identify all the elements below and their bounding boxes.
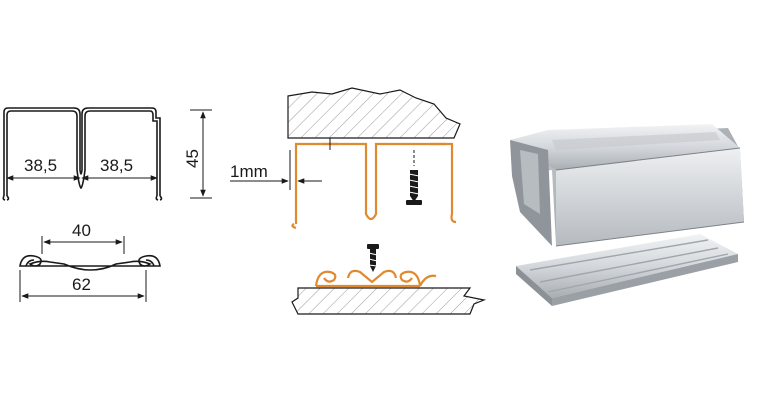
dimension-height: 45	[183, 109, 212, 199]
dimension-width-left: 38,5	[6, 156, 81, 181]
dimension-inner-width: 40	[41, 221, 125, 254]
dimension-gap: 1mm	[230, 150, 322, 190]
mounted-track-profile	[291, 138, 457, 230]
width-left-label: 38,5	[24, 156, 57, 175]
aluminium-track-3d	[510, 124, 745, 247]
floor-guide-profile	[314, 269, 437, 288]
screw-icon	[406, 150, 422, 205]
screw-icon	[367, 244, 379, 272]
dimension-outer-width: 62	[19, 270, 147, 302]
height-label: 45	[183, 149, 202, 168]
ceiling-board	[287, 87, 461, 139]
inner-width-label: 40	[72, 221, 91, 240]
dimension-width-right: 38,5	[81, 156, 158, 181]
floor-board	[291, 287, 487, 315]
outer-width-label: 62	[72, 275, 91, 294]
bottom-guide-profile	[19, 254, 161, 271]
gap-label: 1mm	[230, 162, 268, 181]
width-right-label: 38,5	[100, 156, 133, 175]
top-track-profile	[2, 107, 163, 201]
aluminium-guide-3d	[516, 234, 738, 306]
